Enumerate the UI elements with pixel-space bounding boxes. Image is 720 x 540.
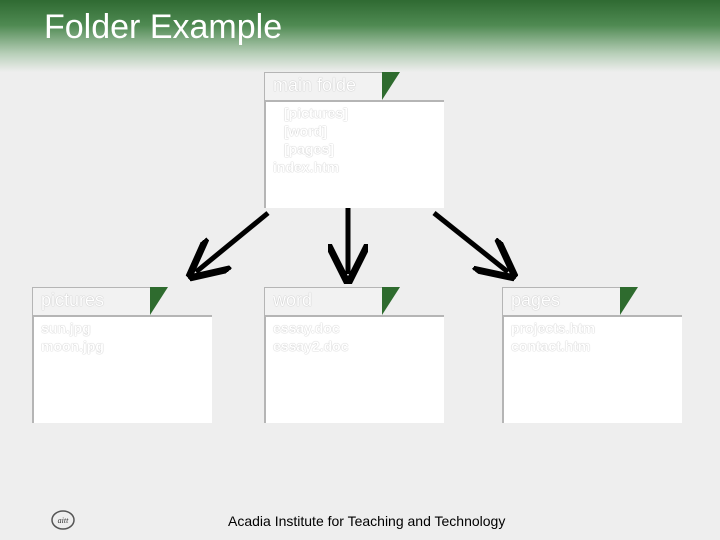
folder-main: main folde [pictures] [word] [pages] ind… <box>264 72 444 208</box>
folder-main-divider <box>264 100 444 102</box>
slide-title: Folder Example <box>44 8 283 46</box>
folder-word-label: word <box>273 290 313 310</box>
folder-pictures: pictures sun.jpg moon.jpg <box>32 287 212 423</box>
folder-main-body: [pictures] [word] [pages] index.htm <box>264 102 444 208</box>
folder-main-label: main folde <box>273 75 357 95</box>
logo-text: aitt <box>58 516 69 525</box>
aitt-logo-icon: aitt <box>51 510 75 530</box>
folder-main-item-index: index.htm <box>273 159 340 175</box>
footer-text: Acadia Institute for Teaching and Techno… <box>228 513 506 529</box>
folder-main-corner <box>382 72 400 100</box>
folder-main-item-pictures: [pictures] <box>284 105 348 121</box>
folder-pages-label: pages <box>511 290 561 310</box>
folder-pages: pages projects.htm contact.htm <box>502 287 682 423</box>
folder-pictures-corner <box>150 287 168 315</box>
arrow-to-pages <box>432 211 508 272</box>
folder-pictures-divider <box>32 315 212 317</box>
folder-pages-item-projects: projects.htm <box>511 320 596 336</box>
folder-word-body: essay.doc essay2.doc <box>264 317 444 423</box>
folder-pages-divider <box>502 315 682 317</box>
arrow-to-pictures <box>196 211 270 272</box>
folder-word-item-essay2: essay2.doc <box>273 338 349 354</box>
folder-word-divider <box>264 315 444 317</box>
folder-pages-tab: pages <box>502 287 620 315</box>
folder-pages-item-contact: contact.htm <box>511 338 591 354</box>
folder-word: word essay.doc essay2.doc <box>264 287 444 423</box>
folder-word-corner <box>382 287 400 315</box>
folder-pictures-label: pictures <box>41 290 105 310</box>
folder-word-tab: word <box>264 287 382 315</box>
folder-main-tab: main folde <box>264 72 382 100</box>
folder-pictures-item-moon: moon.jpg <box>41 338 104 354</box>
folder-word-item-essay: essay.doc <box>273 320 340 336</box>
folder-pictures-body: sun.jpg moon.jpg <box>32 317 212 423</box>
folder-pages-corner <box>620 287 638 315</box>
title-band <box>0 0 720 72</box>
folder-pages-body: projects.htm contact.htm <box>502 317 682 423</box>
folder-main-item-word: [word] <box>284 123 327 139</box>
folder-pictures-item-sun: sun.jpg <box>41 320 91 336</box>
folder-pictures-tab: pictures <box>32 287 150 315</box>
folder-main-item-pages: [pages] <box>284 141 334 157</box>
